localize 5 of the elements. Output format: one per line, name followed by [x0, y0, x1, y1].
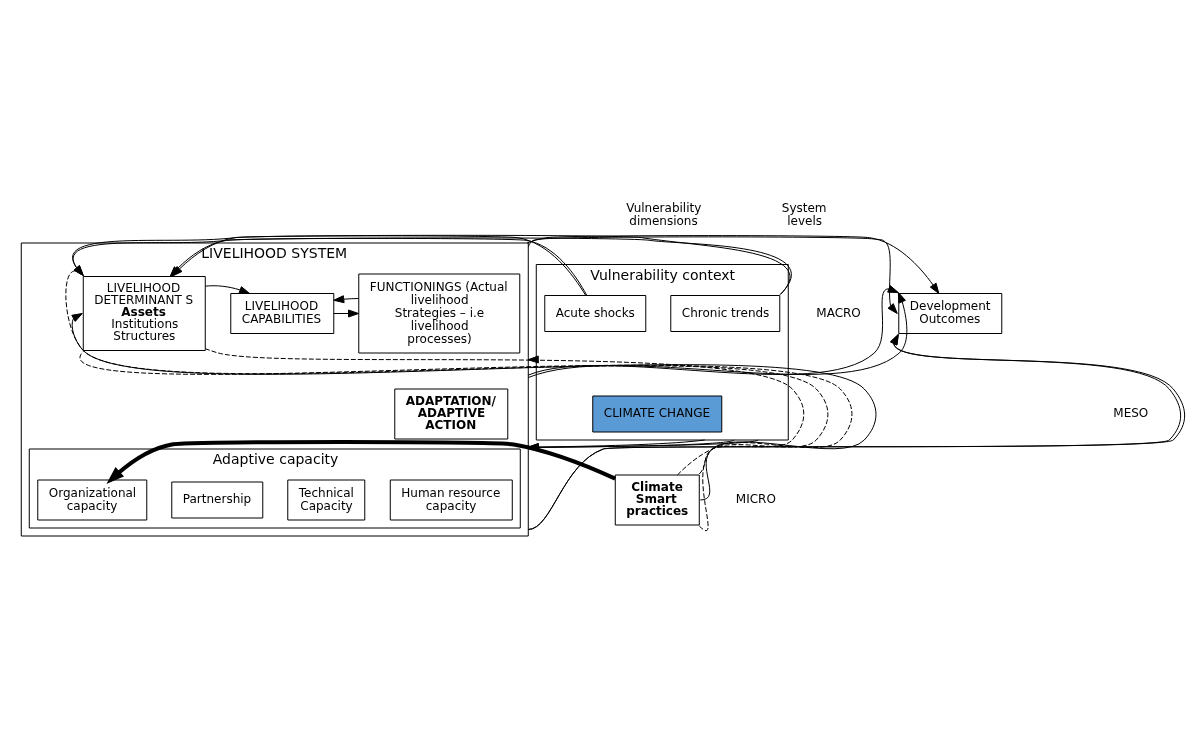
- label: MACRO: [816, 305, 861, 320]
- label: MESO: [1113, 405, 1149, 420]
- label: System levels: [781, 200, 827, 228]
- label: Vulnerability dimensions: [626, 200, 702, 228]
- label: MICRO: [735, 491, 776, 506]
